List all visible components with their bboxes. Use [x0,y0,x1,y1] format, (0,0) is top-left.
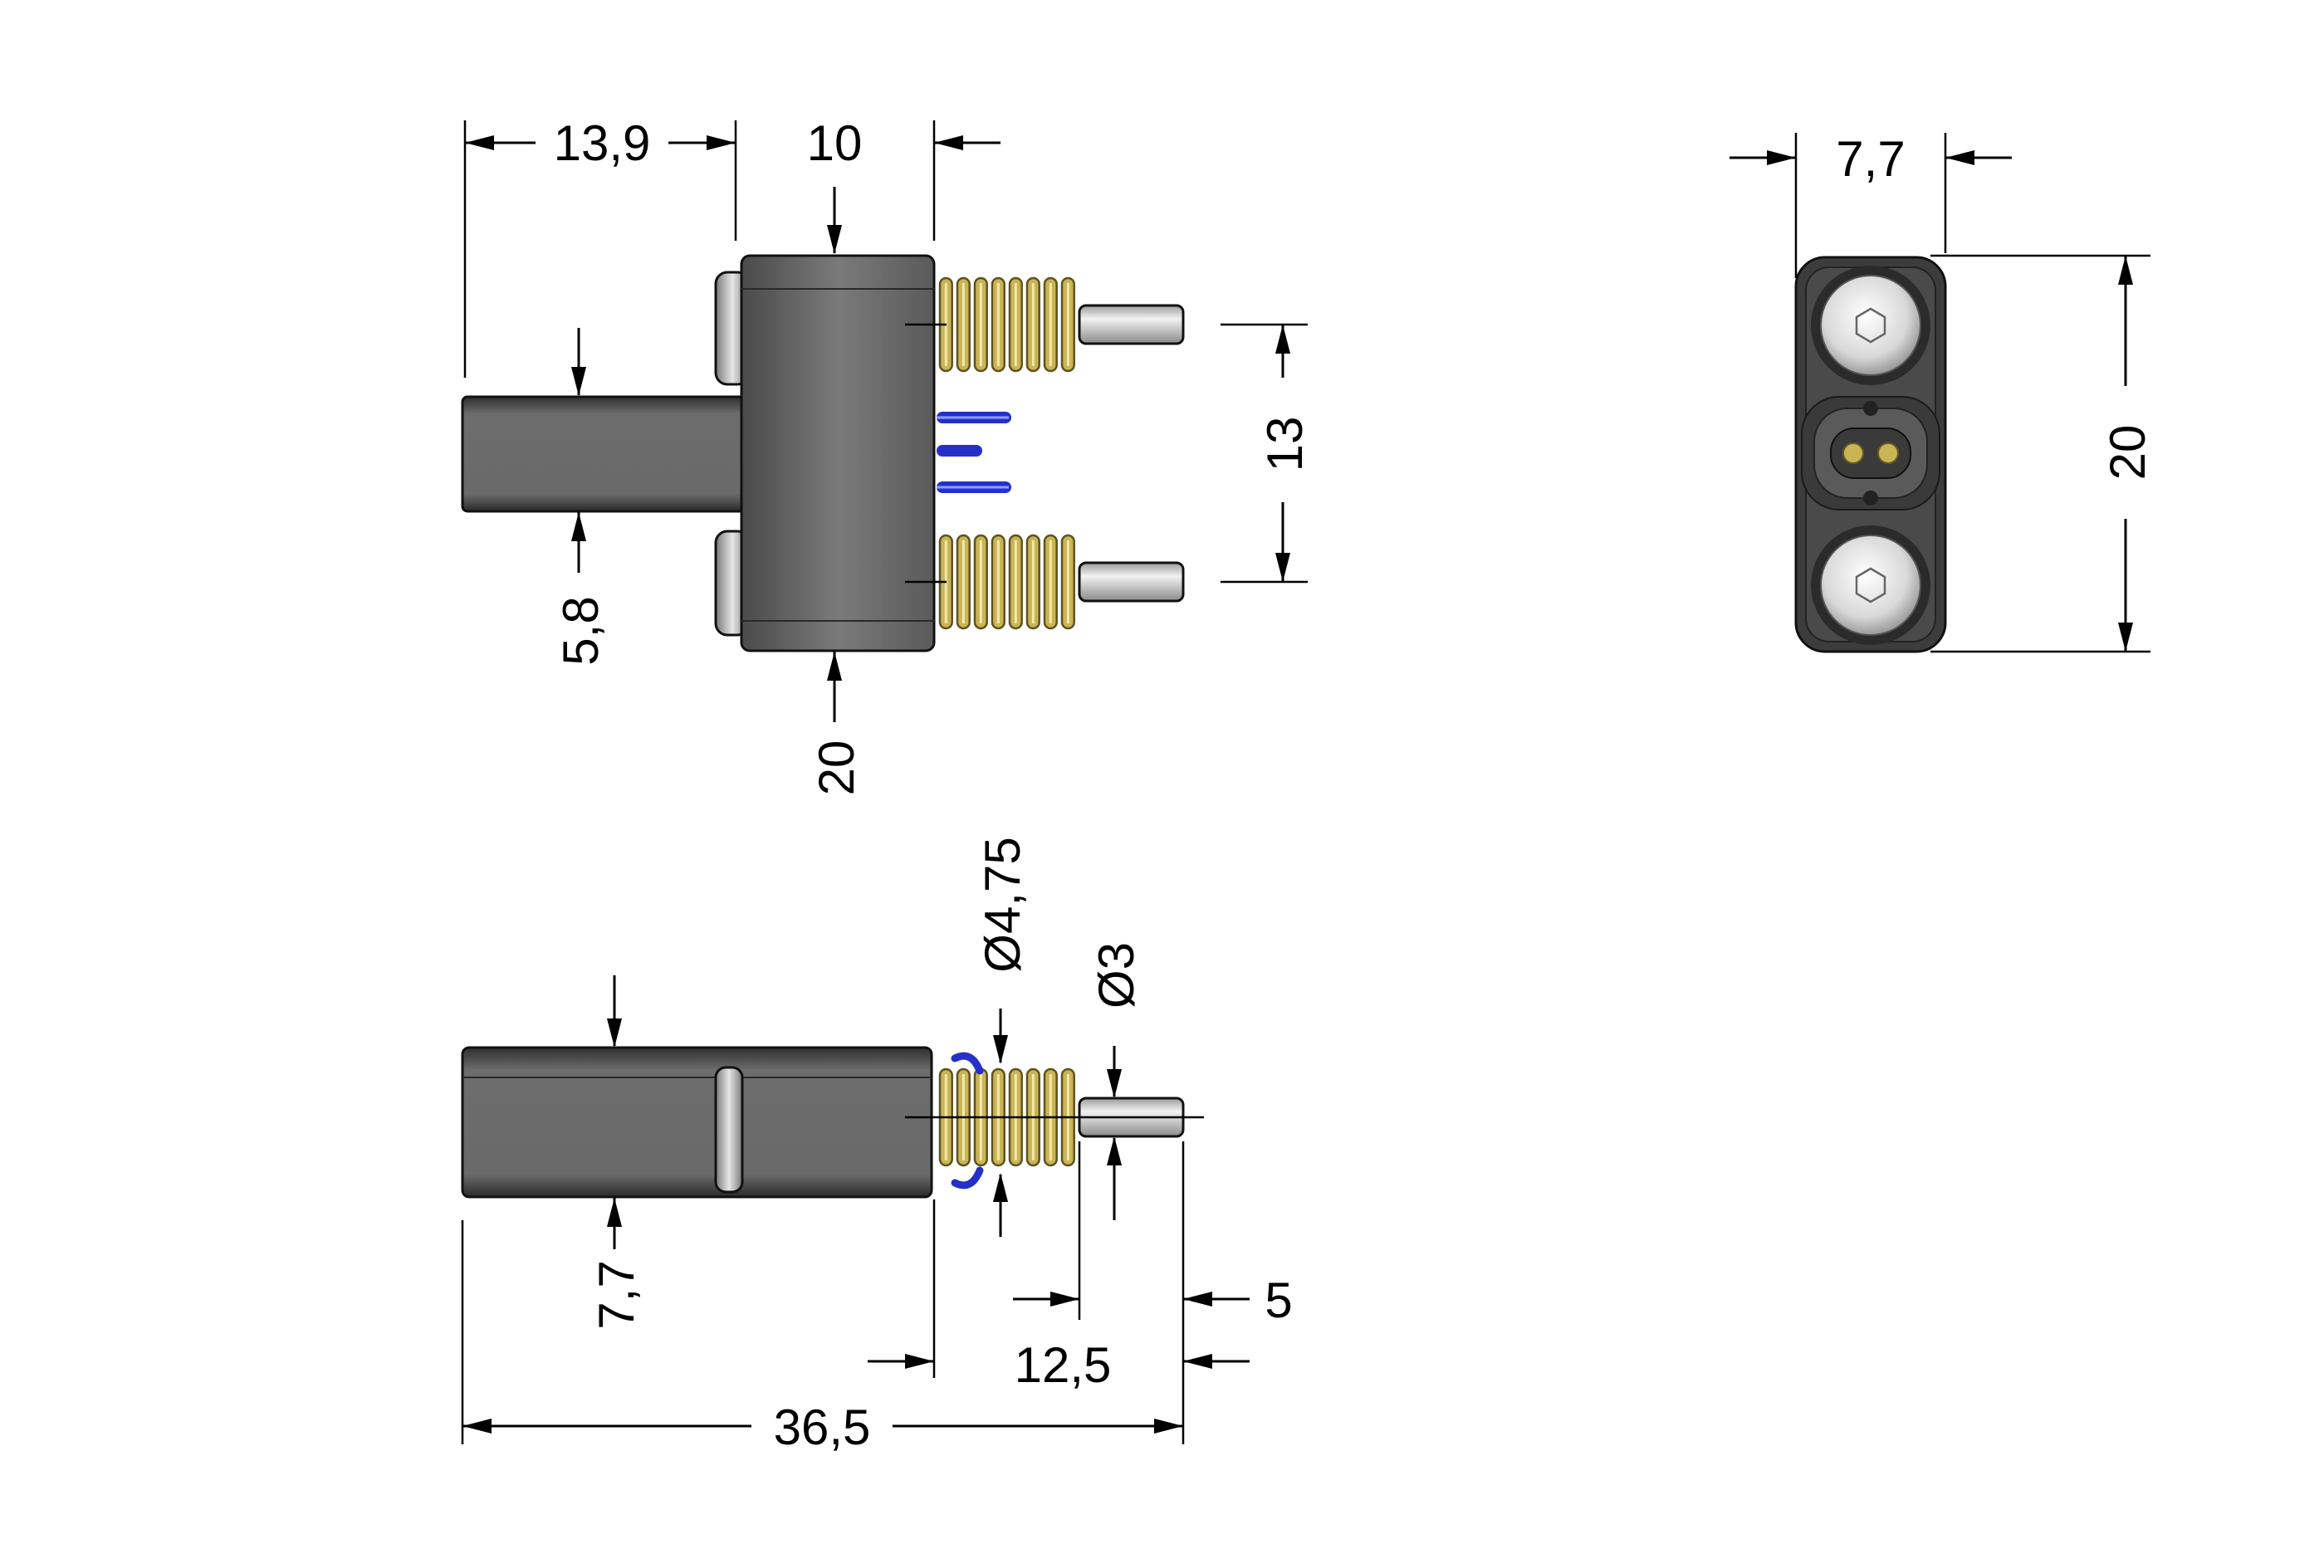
dim-13: 13 [1257,417,1313,472]
dim-5-8: 5,8 [553,596,609,665]
dim-5: 5 [1265,1272,1292,1328]
dim-12-5: 12,5 [1015,1337,1112,1393]
hex-socket-icon [1855,567,1886,603]
top-pin-lower [1078,561,1185,603]
dim-dia-4-75: Ø4,75 [975,837,1030,972]
side-contact-clips [951,1052,984,1189]
top-block [740,254,936,652]
dim-dia-3: Ø3 [1089,942,1144,1009]
side-body [461,1046,933,1199]
dim-10: 10 [807,115,863,171]
end-screw-lower [1811,525,1930,645]
dim-20-end: 20 [2100,425,2155,481]
dim-7-7-side: 7,7 [589,1260,644,1329]
end-screw-upper [1811,266,1930,385]
end-view-dimensions: 7,7 20 [1730,131,2155,653]
dim-20-top: 20 [809,740,864,796]
hex-socket-icon [1855,307,1886,344]
top-view-dimensions: 13,9 10 5,8 20 13 [463,115,1313,796]
contact-pins [937,412,1011,493]
side-view [461,1046,1204,1199]
dim-7-7-end: 7,7 [1836,131,1905,187]
top-stem [461,395,746,513]
dim-13-9: 13,9 [554,115,651,171]
top-view [461,254,1185,652]
side-collar [714,1066,744,1194]
top-spring-upper [938,276,1075,373]
end-connector [1801,396,1940,510]
top-pin-upper [1078,304,1185,345]
end-view [1794,256,1947,653]
side-view-dimensions: 7,7 Ø4,75 Ø3 5 12,5 36,5 [461,837,1293,1455]
top-spring-lower [938,534,1075,630]
dim-36-5: 36,5 [774,1399,871,1455]
